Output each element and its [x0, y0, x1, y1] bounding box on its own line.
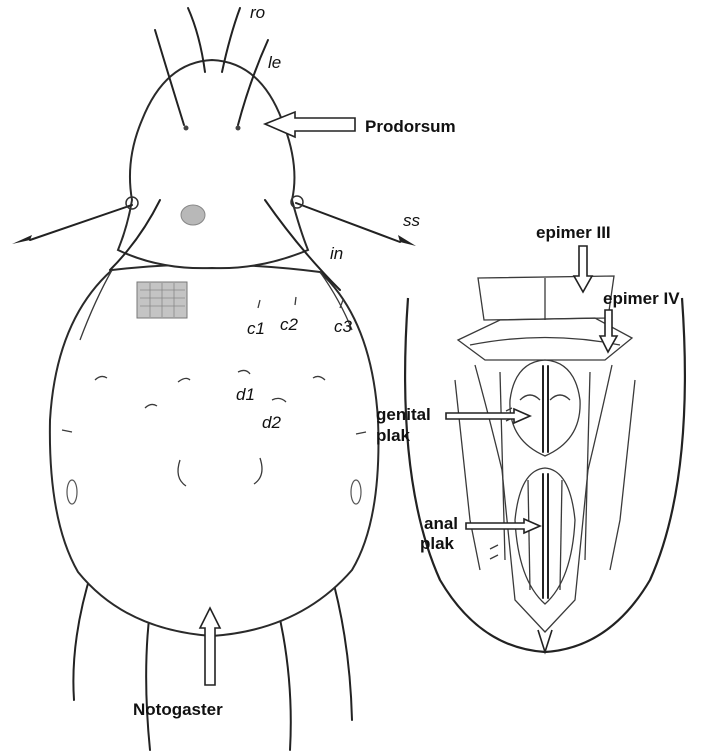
label-c1: c1: [247, 319, 265, 338]
label-anal-plak: plak: [420, 534, 455, 553]
label-le: le: [268, 53, 281, 72]
label-notogaster: Notogaster: [133, 700, 223, 719]
label-genital: genital: [376, 405, 431, 424]
label-genital-plak: plak: [376, 426, 411, 445]
label-d2: d2: [262, 413, 281, 432]
label-d1: d1: [236, 385, 255, 404]
label-ro: ro: [250, 3, 265, 22]
label-epimer-iii: epimer III: [536, 223, 611, 242]
label-c2: c2: [280, 315, 299, 334]
texture-patch-prodorsum: [181, 205, 205, 225]
label-anal: anal: [424, 514, 458, 533]
label-prodorsum: Prodorsum: [365, 117, 456, 136]
label-ss: ss: [403, 211, 421, 230]
texture-patch-notogaster: [137, 282, 187, 318]
label-epimer-iv: epimer IV: [603, 289, 680, 308]
label-in: in: [330, 244, 343, 263]
notogaster-outline: [50, 264, 379, 636]
label-c3: c3: [334, 317, 353, 336]
